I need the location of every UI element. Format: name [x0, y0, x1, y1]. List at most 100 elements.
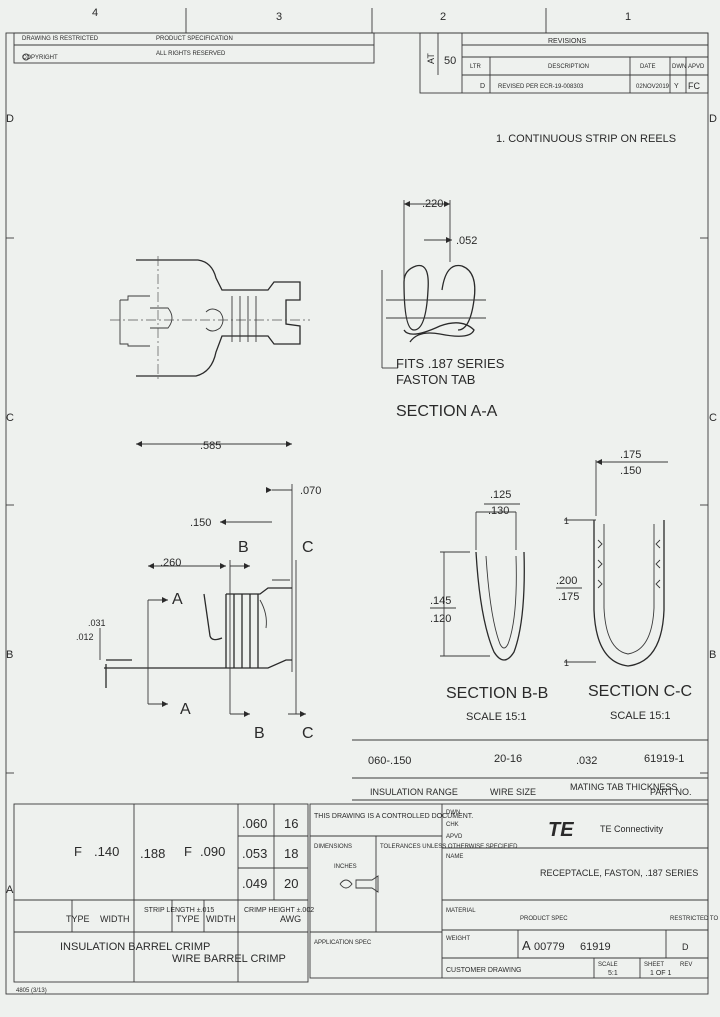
application-spec-label: APPLICATION SPEC — [314, 940, 372, 946]
awg-2: 18 — [284, 846, 298, 861]
cage-code: 00779 — [534, 941, 565, 953]
zone-row-c-right: C — [709, 412, 717, 424]
rev-letter: AT — [426, 53, 436, 64]
rev-row-date: 02NOV2019 — [636, 84, 670, 90]
marker-c-bottom: C — [302, 725, 314, 742]
part-value-insulation: 060-.150 — [368, 755, 411, 767]
zone-row-b-left: B — [6, 649, 13, 661]
section-bb-label: SECTION B-B — [446, 685, 548, 702]
product-name: RECEPTACLE, FASTON, .187 SERIES — [540, 868, 698, 878]
zone-col-1: 1 — [625, 11, 631, 23]
rev-label: REV — [680, 962, 692, 968]
part-value-tab: .032 — [576, 755, 597, 767]
header-notes: DRAWING IS RESTRICTED PRODUCT SPECIFICAT… — [13, 32, 375, 64]
part-header-insulation: INSULATION RANGE — [370, 787, 458, 797]
zone-row-d-left: D — [6, 113, 14, 125]
name-label: NAME — [446, 854, 463, 860]
height-1: .060 — [242, 816, 267, 831]
part-header-number: PART NO. — [650, 787, 692, 797]
dim-052: .052 — [456, 235, 477, 247]
insul-caption: INSULATION BARREL CRIMP — [60, 941, 210, 953]
marker-a-bottom: A — [180, 701, 191, 718]
marker-b-bottom: B — [254, 725, 265, 742]
product-spec-label: PRODUCT SPEC — [520, 916, 568, 922]
sheet-value: 1 OF 1 — [650, 970, 672, 977]
tolerances-label: TOLERANCES UNLESS OTHERWISE SPECIFIED — [380, 844, 518, 850]
restricted-label: RESTRICTED TO — [670, 916, 718, 922]
revisions-block: REVISIONS AT 50 LTR DESCRIPTION DATE DWN… — [419, 32, 709, 94]
header-note-1: DRAWING IS RESTRICTED — [22, 36, 99, 42]
rev-col-ltr: LTR — [470, 64, 482, 70]
rev-col-description: DESCRIPTION — [548, 64, 589, 70]
reel-note: 1. CONTINUOUS STRIP ON REELS — [496, 133, 676, 145]
side-view: .585 .070 .150 .260 .031 .012 A A B B C … — [76, 440, 321, 742]
label-width-wire: WIDTH — [206, 914, 236, 924]
scale-label: SCALE — [598, 962, 618, 968]
marker-b-top: B — [238, 539, 249, 556]
header-note-2: PRODUCT SPECIFICATION — [156, 36, 233, 42]
dim-130: .130 — [488, 505, 509, 517]
drawing-number: 61919 — [580, 941, 611, 953]
rev-col-dwn: DWN — [672, 64, 686, 70]
receptacle-thumbnail-icon — [339, 875, 379, 893]
marker-a-top: A — [172, 591, 183, 608]
dim-260: .260 — [160, 557, 181, 569]
title-block: THIS DRAWING IS A CONTROLLED DOCUMENT. D… — [309, 803, 718, 979]
zone-row-b-right: B — [709, 649, 716, 661]
marker-c-top: C — [302, 539, 314, 556]
dim-150: .150 — [190, 517, 211, 529]
material-label: MATERIAL — [446, 908, 476, 914]
label-type-wire: TYPE — [176, 914, 200, 924]
inches-label: INCHES — [334, 864, 357, 870]
zone-row-a-left: A — [6, 884, 14, 896]
part-value-number: 61919-1 — [644, 753, 684, 765]
rev-row-dwn: Y — [674, 83, 679, 90]
apvd-label: APVD — [446, 834, 463, 840]
dim-012: .012 — [76, 632, 94, 642]
awg-1: 16 — [284, 816, 298, 831]
section-aa-view: .220 .052 FITS .187 SERIES FASTON TAB SE… — [381, 198, 505, 420]
wire-f: F — [184, 844, 192, 859]
part-table: 060-.150 20-16 .032 61919-1 INSULATION R… — [352, 739, 708, 801]
zone-row-c-left: C — [6, 412, 14, 424]
top-view — [110, 256, 310, 380]
dim-125: .125 — [490, 489, 511, 501]
rev-row-apvd: FC — [688, 81, 700, 91]
label-strip: STRIP LENGTH ±.015 — [144, 907, 214, 914]
scale-value: 5:1 — [608, 970, 618, 977]
header-note-3: ALL RIGHTS RESERVED — [156, 51, 226, 57]
rev-col-date: DATE — [640, 64, 656, 70]
label-awg: AWG — [280, 914, 301, 924]
section-bb-view: .125 .130 .145 .120 SECTION B-B SCALE 15… — [430, 489, 548, 723]
dim-585: .585 — [200, 440, 221, 452]
section-bb-scale: SCALE 15:1 — [466, 711, 527, 723]
te-logo: TE — [548, 819, 574, 841]
dim-175: .175 — [620, 449, 641, 461]
label-type-insul: TYPE — [66, 914, 90, 924]
rev-col-apvd: APVD — [688, 64, 705, 70]
fits-line-1: FITS .187 SERIES — [396, 356, 505, 371]
crimp-table: F .140 .188 F .090 .060 .053 .049 16 18 … — [13, 803, 314, 994]
label-width-insul: WIDTH — [100, 914, 130, 924]
customer-drawing: CUSTOMER DRAWING — [446, 967, 521, 974]
zone-col-3: 3 — [276, 11, 282, 23]
height-3: .049 — [242, 876, 267, 891]
dim-145: .145 — [430, 595, 451, 607]
revisions-title: REVISIONS — [548, 38, 586, 45]
fits-line-2: FASTON TAB — [396, 372, 475, 387]
part-value-wire: 20-16 — [494, 753, 522, 765]
controlled-doc-text: THIS DRAWING IS A CONTROLLED DOCUMENT. — [314, 813, 473, 820]
height-2: .053 — [242, 846, 267, 861]
part-header-tab: MATING TAB THICKNESS — [570, 782, 677, 792]
awg-3: 20 — [284, 876, 298, 891]
dist-value: 50 — [444, 55, 456, 67]
header-note-4: COPYRIGHT — [22, 55, 58, 61]
brand-name: TE Connectivity — [600, 824, 664, 834]
dim-150b: .150 — [620, 465, 641, 477]
insul-f: F — [74, 844, 82, 859]
chk-label: CHK — [446, 822, 459, 828]
zone-col-2: 2 — [440, 11, 446, 23]
zone-col-4: 4 — [92, 7, 98, 19]
